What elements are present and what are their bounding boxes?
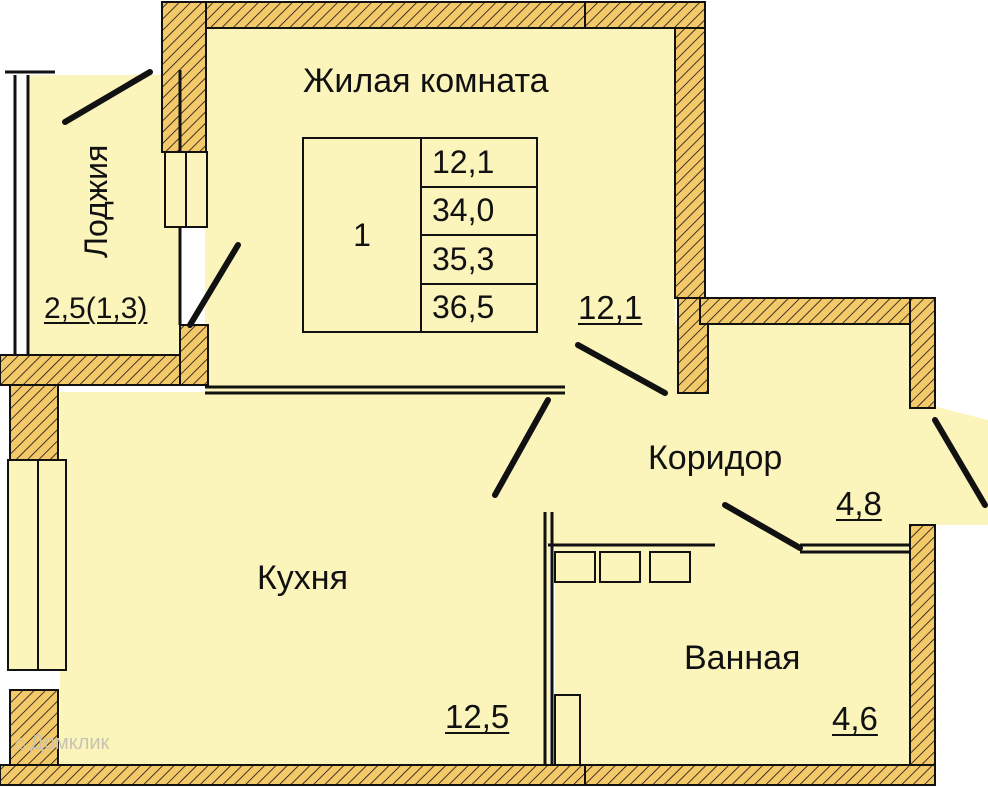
floor-areas [30,28,988,767]
kitchen-area: 12,5 [445,698,510,735]
doors [62,69,988,551]
legend-value-total: 36,5 [432,289,495,326]
loggia-label: Лоджия [78,144,114,258]
watermark-text: Домклик [30,732,110,754]
loggia-area: 2,5(1,3) [44,292,148,325]
walls [0,1,936,786]
bathroom-label: Ванная [684,639,801,677]
home-icon: ⌂ [14,732,27,754]
watermark: ⌂ Домклик [14,732,109,755]
legend-value-living: 12,1 [422,139,536,188]
bathroom-area: 4,6 [832,700,878,737]
kitchen-label: Кухня [257,559,348,597]
legend-value-total-reduced: 35,3 [422,236,536,285]
corridor-area: 4,8 [836,485,882,522]
legend-value-total-no-loggia: 34,0 [422,188,536,236]
rooms-count: 1 [304,139,422,331]
windows [7,151,691,766]
living-room-area: 12,1 [578,289,643,326]
corridor-label: Коридор [648,439,783,477]
apartment-summary-table: 1 12,1 34,0 35,3 36,5 [302,137,538,333]
living-room-label: Жилая комната [303,62,549,100]
